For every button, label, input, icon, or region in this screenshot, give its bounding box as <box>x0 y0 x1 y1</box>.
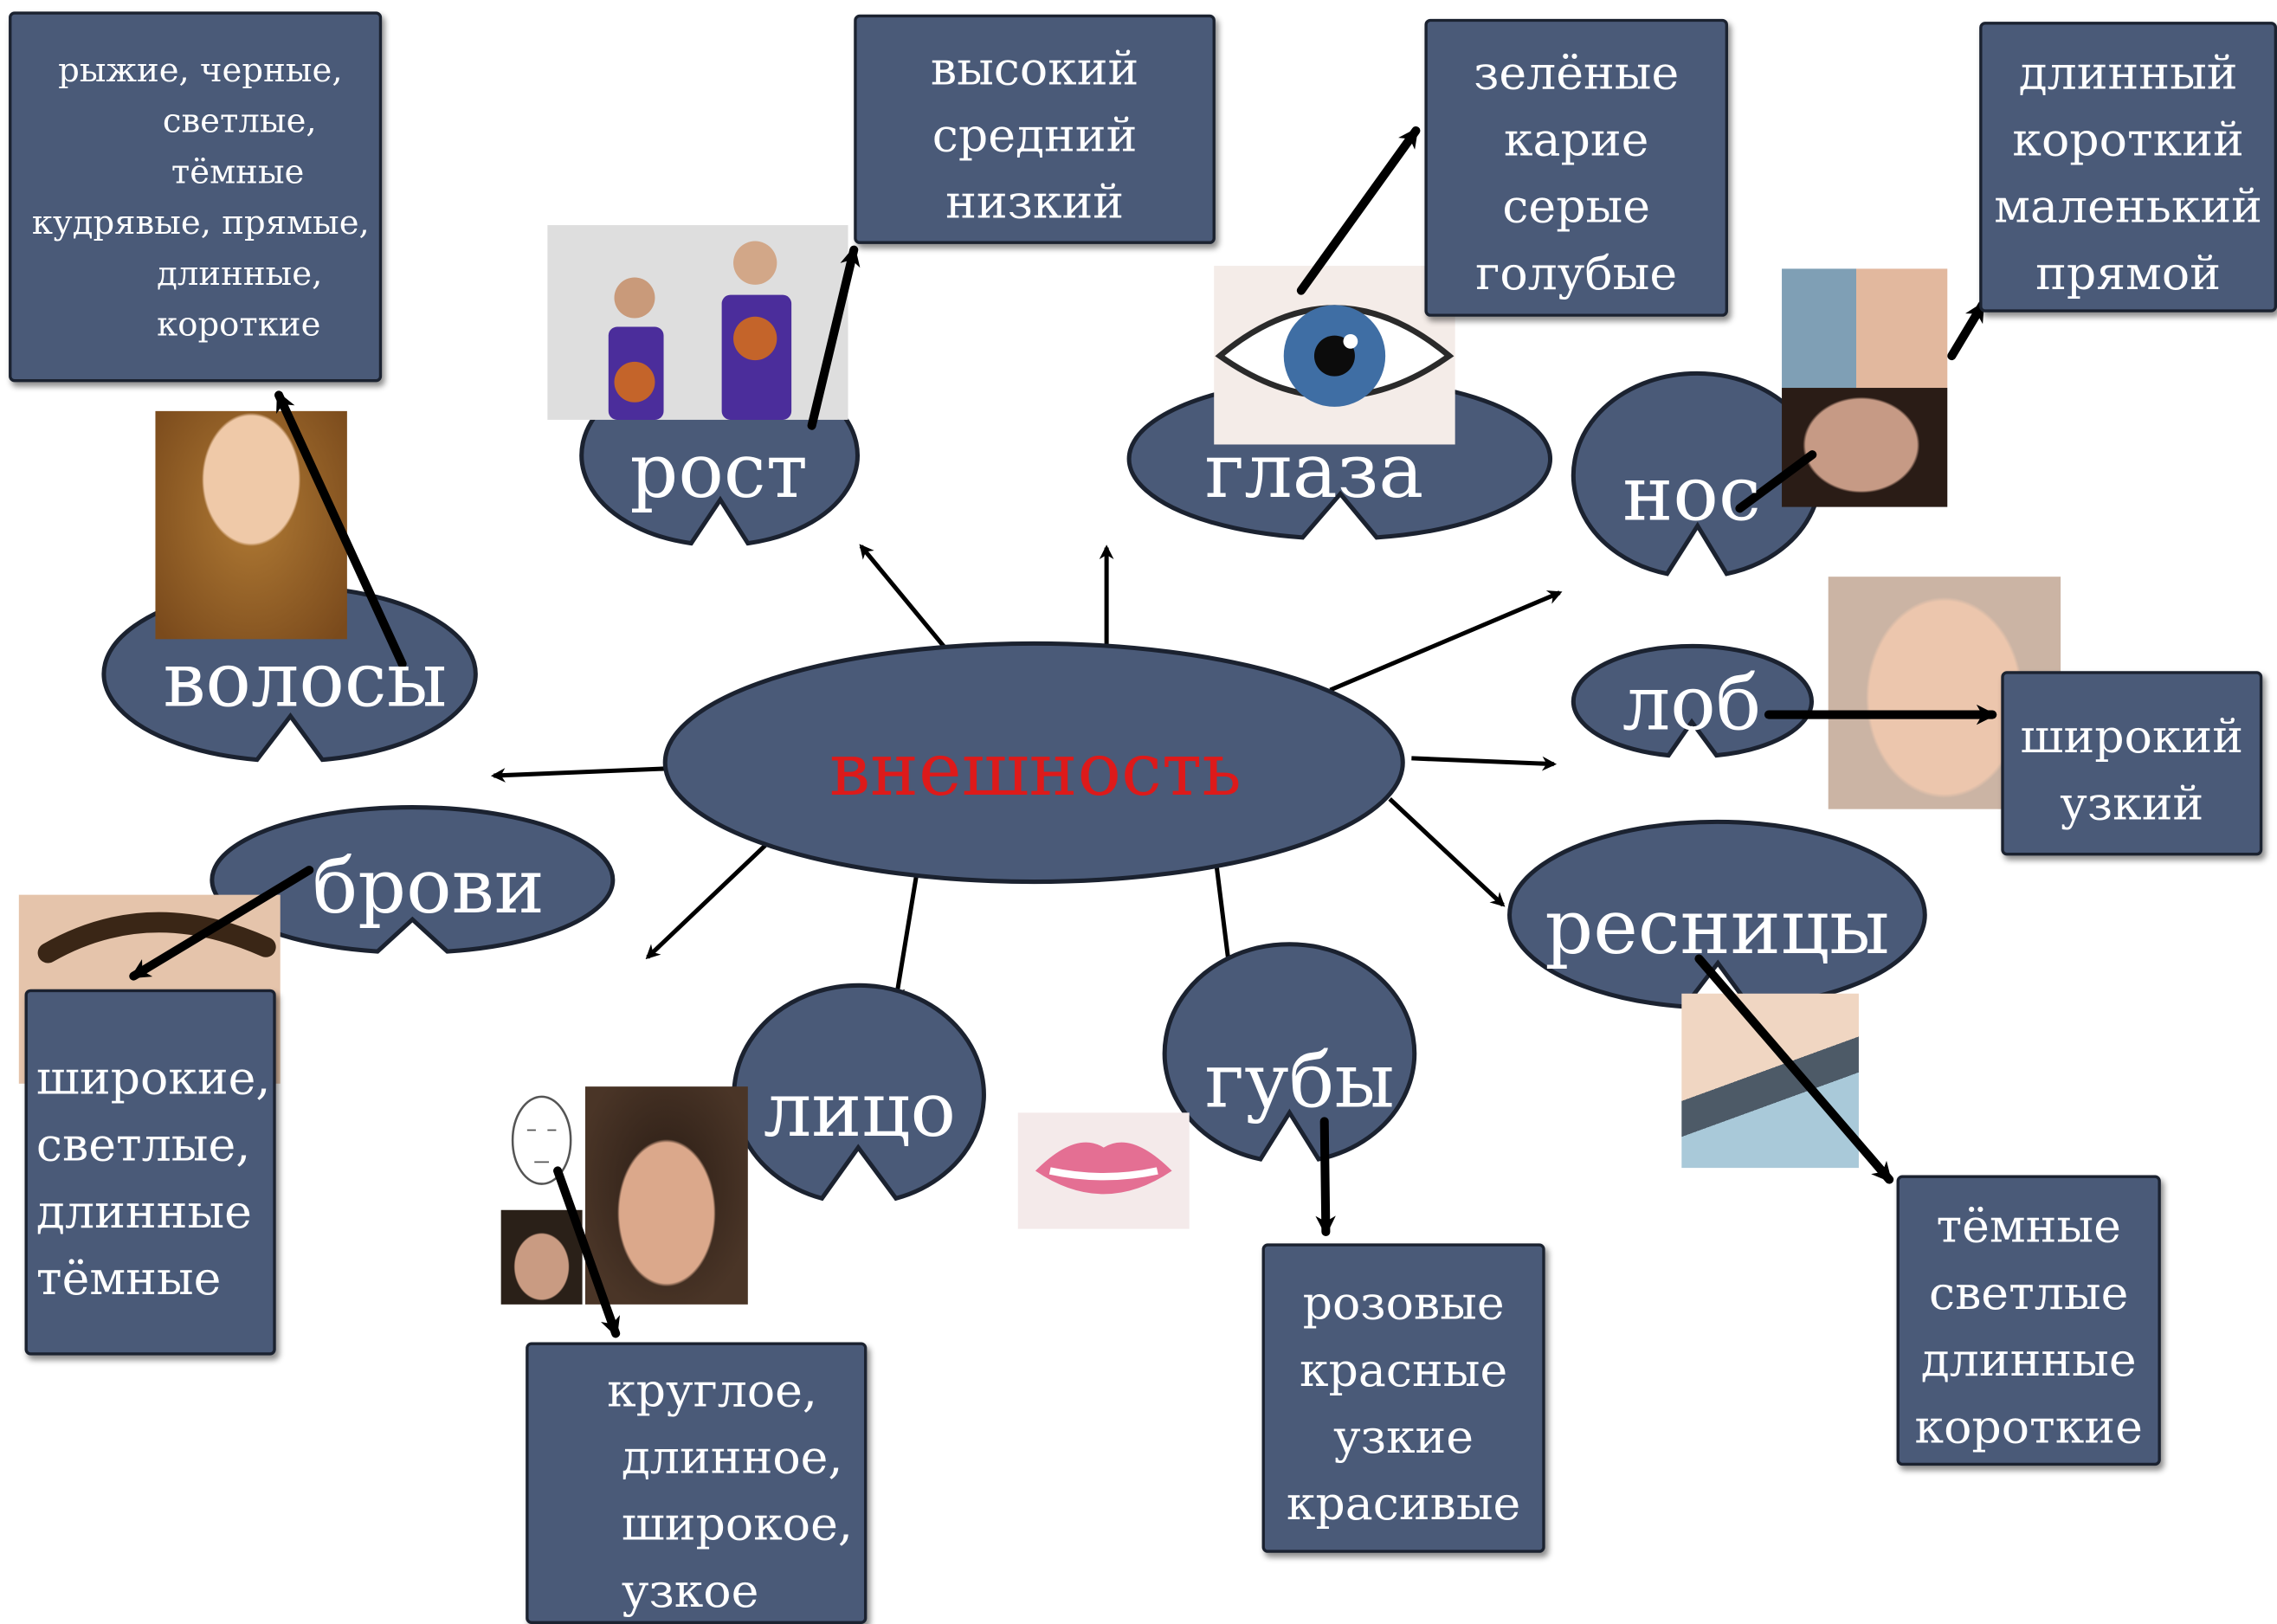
value-line: тёмные <box>1936 1198 2121 1254</box>
value-line: длинный <box>2018 45 2238 100</box>
arrow-to-eyelashes <box>1388 797 1506 907</box>
forehead-oval <box>1571 643 1814 758</box>
value-line: серые <box>1502 178 1651 235</box>
value-line: широкие, <box>35 1050 271 1105</box>
nose-label: нос <box>1622 451 1761 539</box>
value-line: карие <box>1503 112 1649 167</box>
pink-lips-photo <box>1017 1112 1190 1229</box>
young-man-face-photo <box>500 1209 583 1305</box>
center-oval <box>662 641 1405 885</box>
arrow-eyebrows-values <box>129 866 314 981</box>
lips-label: губы <box>1204 1038 1395 1126</box>
arrow-eyelashes-values <box>1694 954 1894 1184</box>
value-line: короткие <box>1914 1398 2143 1454</box>
hair-values-box: рыжие, черные, светлые, тёмные кудрявые,… <box>9 11 383 383</box>
forehead-label: лоб <box>1622 661 1762 749</box>
value-line: розовые <box>1302 1275 1505 1331</box>
value-line: длинные <box>1920 1331 2137 1388</box>
value-line: светлые, <box>35 1117 251 1173</box>
arrow-nose-values <box>1735 450 1817 513</box>
eyebrows-values-box: широкие, светлые, длинные тёмные <box>24 989 276 1356</box>
curly-hair-woman-photo <box>155 410 347 640</box>
value-line: длинные <box>35 1183 252 1240</box>
value-line: средний <box>932 107 1138 163</box>
eyelashes-values-box: тёмные светлые длинные короткие <box>1896 1175 2161 1466</box>
eyelashes-label: ресницы <box>1545 884 1890 972</box>
value-line: маленький <box>1994 178 2262 235</box>
nose-values-box: длинный короткий маленький прямой <box>1979 22 2277 313</box>
face-values-box: круглое, длинное, широкое, узкое <box>526 1342 868 1624</box>
value-line: светлые <box>1929 1265 2129 1321</box>
arrow-to-face <box>890 875 919 1002</box>
face-shape-sketch <box>504 1089 580 1191</box>
basketball-players-photo <box>547 225 848 420</box>
value-line: кудрявые, прямые, <box>31 204 370 243</box>
value-line: широкий <box>2020 708 2243 764</box>
value-line: тёмные <box>171 153 305 192</box>
height-values-box: высокий средний низкий <box>854 14 1216 244</box>
eyelashes-photo <box>1681 993 1859 1169</box>
value-line: короткие <box>157 306 321 345</box>
arrow-lips-values <box>1315 1117 1336 1236</box>
eyebrows-label: брови <box>312 843 545 931</box>
center-label: внешность <box>829 727 1242 813</box>
arrow-eyes-values <box>1296 126 1421 295</box>
value-line: узкий <box>2060 776 2204 831</box>
arrow-hair-values <box>274 390 407 668</box>
value-line: узкое <box>621 1563 759 1619</box>
value-line: красивые <box>1286 1475 1521 1531</box>
lips-oval <box>1162 942 1417 1162</box>
man-nose-photo <box>1782 268 1948 389</box>
person-touching-nose-photo <box>1782 388 1948 507</box>
value-line: светлые, <box>162 103 317 141</box>
eyelashes-oval <box>1507 819 1927 1009</box>
arrow-face-values <box>553 1166 621 1338</box>
arrow-to-nose <box>1329 590 1563 693</box>
value-line: голубые <box>1475 245 1678 301</box>
value-line: низкий <box>945 174 1125 230</box>
arrow-to-hair <box>490 766 672 783</box>
value-line: короткий <box>2012 112 2244 167</box>
value-line: круглое, <box>607 1362 817 1418</box>
blue-eye-photo <box>1214 266 1455 445</box>
arrow-height-values <box>807 245 861 430</box>
arrow-to-eyebrows <box>645 843 767 960</box>
value-line: узкие <box>1333 1408 1474 1465</box>
value-line: красные <box>1300 1342 1508 1398</box>
value-line: зелёные <box>1474 45 1680 100</box>
value-line: тёмные <box>35 1250 222 1306</box>
value-line: рыжие, черные, <box>58 52 343 91</box>
hair-label: волосы <box>163 637 448 725</box>
lips-values-box: розовые красные узкие красивые <box>1261 1243 1545 1553</box>
value-line: прямой <box>2035 245 2221 301</box>
nose-oval <box>1571 371 1822 577</box>
arrow-to-forehead <box>1411 756 1558 771</box>
arrow-to-height <box>859 544 946 648</box>
forehead-values-box: широкий узкий <box>2001 671 2263 856</box>
value-line: длинное, <box>621 1429 843 1485</box>
eyes-values-box: зелёные карие серые голубые <box>1424 18 1728 317</box>
short-hair-woman-photo <box>584 1086 748 1305</box>
value-line: широкое, <box>621 1496 853 1552</box>
arrow-nose-values-2 <box>1947 300 1987 361</box>
value-line: длинные, <box>157 255 323 293</box>
eyes-label: глаза <box>1204 429 1424 516</box>
value-line: высокий <box>930 40 1139 96</box>
face-label: лицо <box>763 1067 957 1156</box>
height-label: рост <box>629 429 808 516</box>
